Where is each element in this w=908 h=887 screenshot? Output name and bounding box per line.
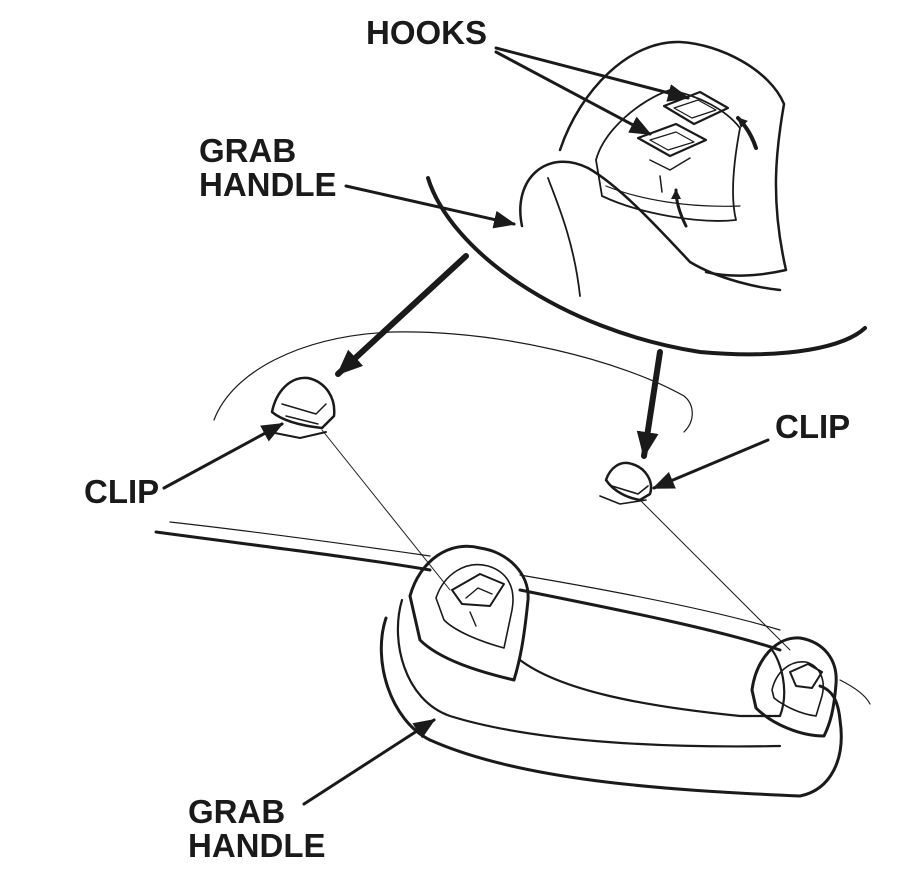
grab-handle-right-mount <box>750 636 838 738</box>
grab-handle-left-bracket-detail <box>465 587 493 627</box>
detail-base-line <box>605 185 741 207</box>
detail-lower-hook-slot <box>649 131 695 151</box>
grab-handle-right-mount-face <box>771 661 824 717</box>
grab-handle-label-top-line1: GRAB <box>199 132 297 169</box>
detail-grab-handle-body <box>519 160 782 292</box>
clip-left-shape <box>269 376 336 439</box>
hooks-leader-upper <box>494 46 690 102</box>
headliner-edge-line-thin <box>169 521 431 557</box>
clip-right-leader <box>652 438 770 490</box>
clip-label-left: CLIP <box>84 473 160 510</box>
detail-upper-hook-slot <box>673 99 717 119</box>
grab-handle-label-bottom-line2: HANDLE <box>188 827 326 864</box>
grab-handle-right-bracket <box>789 663 823 689</box>
detail-lower-hook <box>636 122 708 158</box>
hooks-leader-lower <box>494 50 652 136</box>
headliner-edge-line <box>154 530 432 572</box>
motion-arrow-lower <box>671 188 688 228</box>
grab-handle-label-top: GRAB HANDLE <box>199 134 337 202</box>
headliner-edge-line-right <box>518 588 782 652</box>
headliner-edge-line-right-thin <box>519 574 781 631</box>
grab-handle-label-bottom-line1: GRAB <box>188 793 286 830</box>
grab-handle-label-top-line2: HANDLE <box>199 166 337 203</box>
detail-bracket-face <box>595 89 741 222</box>
detail-bracket-shell <box>558 40 788 277</box>
grab-handle-label-bottom: GRAB HANDLE <box>188 795 326 863</box>
clip-label-right: CLIP <box>775 408 851 445</box>
install-arrow-right <box>636 349 663 459</box>
grab-handle-left-bracket <box>451 573 505 607</box>
headliner-contour-line <box>213 331 693 433</box>
alignment-line-left <box>321 429 451 591</box>
detail-hook-stem <box>649 157 691 193</box>
grab-handle-left-mount <box>408 544 530 682</box>
detail-view-boundary <box>426 176 867 357</box>
grab-handle-body <box>379 616 843 798</box>
grab-handle-inner-edge <box>396 598 782 748</box>
alignment-line-right <box>639 499 791 651</box>
headliner-edge-tail <box>839 679 871 705</box>
grab-handle-grip-line <box>518 648 786 718</box>
motion-arrow-upper <box>736 116 758 150</box>
clip-right-shape <box>599 461 653 505</box>
clip-left-leader <box>162 422 284 490</box>
grab-handle-bottom-leader <box>302 718 436 806</box>
detail-grab-handle-inner <box>547 177 581 297</box>
grab-handle-top-leader <box>344 184 516 229</box>
grab-handle-left-mount-face <box>435 563 514 649</box>
hooks-label: HOOKS <box>366 14 488 51</box>
install-arrow-left <box>335 253 469 377</box>
